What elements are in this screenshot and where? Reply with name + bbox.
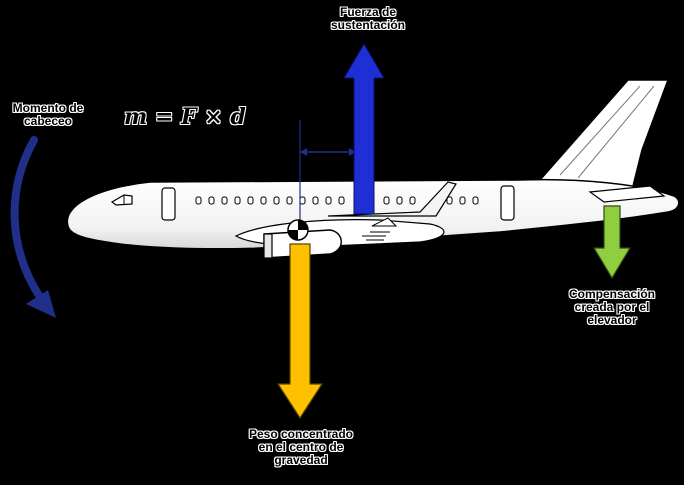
horizontal-stabilizer <box>588 185 666 203</box>
moment-formula: m = F × d <box>124 104 246 130</box>
elevator-force-arrow <box>592 205 632 280</box>
vertical-stabilizer <box>538 79 670 191</box>
pitching-moment-arrow <box>10 136 46 304</box>
lift-label: Fuerza de sustentación <box>330 5 405 32</box>
passenger-windows <box>195 196 479 205</box>
engine-intake <box>263 233 273 259</box>
cockpit-window-icon <box>110 194 133 206</box>
rear-door <box>500 185 515 221</box>
wing-flap-lines <box>362 231 390 241</box>
moment-label: Momento de cabeceo <box>12 101 84 128</box>
pitching-moment-arrowhead <box>26 290 56 318</box>
lift-force-arrow <box>343 43 385 215</box>
weight-force-arrow <box>276 243 324 420</box>
cg-symbol-icon <box>287 219 309 241</box>
wing-far <box>327 181 457 217</box>
winglet <box>371 217 398 227</box>
distance-label: d <box>312 126 322 143</box>
distance-arrowhead-left <box>300 148 307 156</box>
distance-arrowhead-right <box>349 148 356 156</box>
front-door <box>161 187 176 221</box>
compensation-label: Compensación creada por el elevador <box>568 287 655 327</box>
tail-fin-stripe <box>559 85 655 179</box>
weight-label: Peso concentrado en el centro de graveda… <box>248 427 354 467</box>
